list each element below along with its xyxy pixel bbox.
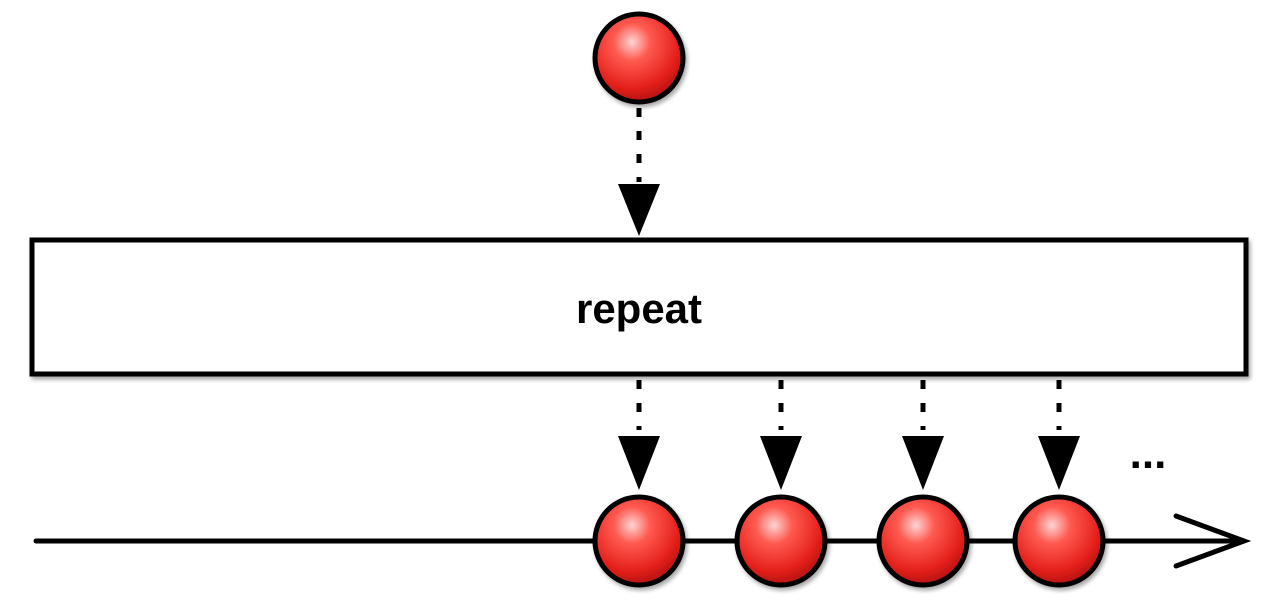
output-arrow-2 <box>760 380 802 490</box>
output-marble-2 <box>734 494 828 588</box>
output-arrow-4 <box>1038 380 1080 490</box>
output-arrow-1 <box>618 380 660 490</box>
operator-box <box>29 237 1249 377</box>
input-marble <box>592 11 686 105</box>
continuation-ellipsis: ... <box>1130 429 1167 478</box>
operator-label: repeat <box>576 285 702 332</box>
output-marble-1 <box>592 494 686 588</box>
output-marble-3 <box>876 494 970 588</box>
input-arrowhead <box>618 184 660 236</box>
timeline-arrowhead <box>1173 513 1252 569</box>
output-arrow-3 <box>902 380 944 490</box>
output-marble-4 <box>1012 494 1106 588</box>
input-arrow <box>618 108 660 236</box>
